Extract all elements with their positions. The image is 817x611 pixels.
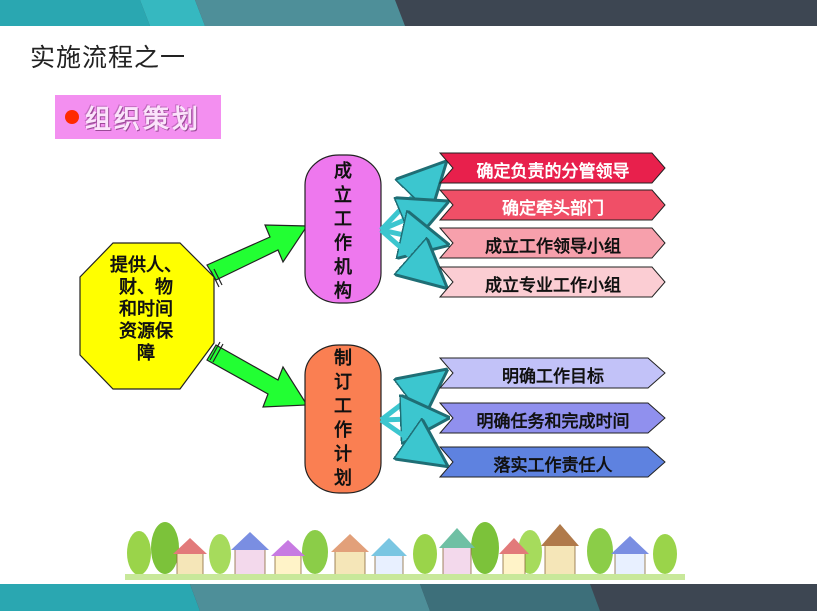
top-banner-shapes [0, 0, 817, 26]
group-label-char: 订 [334, 372, 352, 393]
slide-title: 实施流程之一 [30, 43, 187, 72]
ground [125, 574, 685, 580]
item-label: 确定牵头部门 [502, 199, 604, 219]
village-illustration [125, 522, 685, 580]
group-label-char: 工 [334, 209, 352, 230]
subtitle-box: 组织策划 [55, 95, 221, 139]
source-text: 提供人、 财、物 和时间 资源保 障 [100, 255, 192, 365]
item-label: 明确任务和完成时间 [476, 412, 630, 432]
teal-connectors-2 [379, 375, 440, 461]
group-label-char: 机 [334, 257, 352, 278]
group-label-char: 划 [334, 468, 352, 489]
bottom-banner-shapes [0, 584, 817, 611]
item-label: 确定负责的分管领导 [476, 162, 630, 182]
green-arrow-lower [206, 341, 309, 408]
group-label-char: 作 [334, 420, 352, 441]
source-line: 障 [137, 343, 155, 364]
item-arrow-2-2 [438, 402, 666, 434]
group-label-organization: 成 立 工 作 机 构 [328, 160, 358, 304]
item-arrow-1-1 [438, 152, 666, 184]
source-octagon [79, 242, 215, 390]
houses [173, 524, 649, 577]
top-banner [0, 0, 817, 26]
item-label: 成立工作领导小组 [485, 237, 621, 257]
group-label-char: 作 [334, 233, 352, 254]
source-line: 财、物 [119, 277, 173, 298]
teal-connectors-1 [379, 168, 440, 282]
group-label-char: 工 [334, 396, 352, 417]
item-arrow-1-3 [438, 227, 666, 259]
source-line: 资源保 [119, 321, 173, 342]
source-line: 提供人、 [110, 255, 182, 276]
trees [127, 522, 677, 575]
bullet-icon [65, 110, 79, 124]
item-label: 落实工作责任人 [493, 456, 613, 476]
item-label: 明确工作目标 [502, 367, 604, 387]
item-arrow-2-3 [438, 446, 666, 478]
item-arrow-1-4 [438, 266, 666, 298]
subtitle-text: 组织策划 [85, 104, 202, 135]
source-line: 和时间 [119, 299, 173, 320]
item-label: 成立专业工作小组 [485, 276, 621, 296]
group-label-char: 成 [334, 161, 352, 182]
item-arrow-1-2 [438, 189, 666, 221]
green-arrow-upper [206, 224, 309, 288]
group-label-char: 构 [334, 281, 352, 302]
group-label-char: 立 [334, 185, 352, 206]
item-arrow-2-1 [438, 357, 666, 389]
group-label-plan: 制 订 工 作 计 划 [328, 347, 358, 491]
group-label-char: 制 [334, 348, 352, 369]
bottom-banner [0, 584, 817, 611]
group-label-char: 计 [334, 444, 352, 465]
